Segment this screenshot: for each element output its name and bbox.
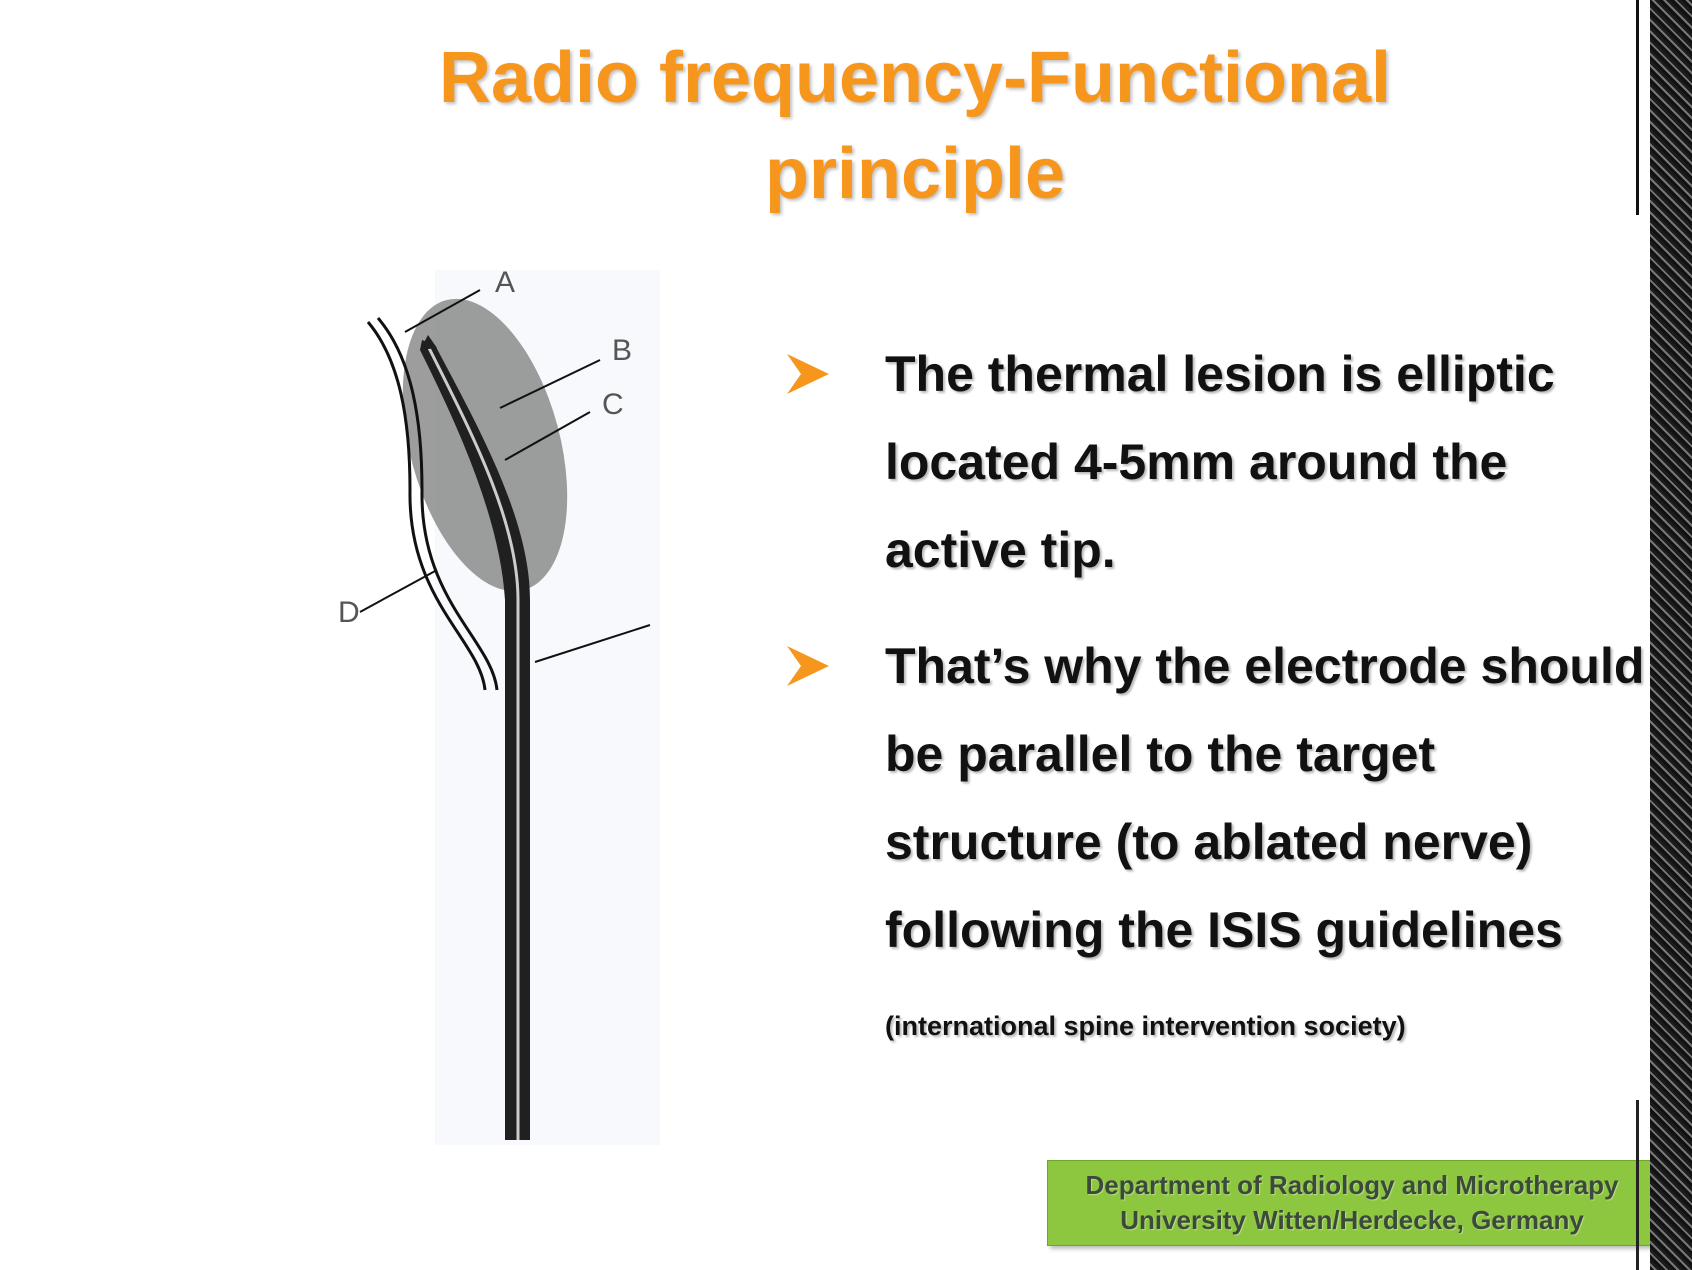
frame-line bbox=[1636, 1100, 1639, 1270]
electrode-diagram-svg: A B C D bbox=[290, 270, 660, 1145]
electrode-diagram: A B C D bbox=[290, 270, 660, 1145]
bullet-item: The thermal lesion is elliptic located 4… bbox=[785, 330, 1645, 594]
label-line-c bbox=[504, 411, 591, 461]
label-line-a bbox=[404, 289, 481, 333]
electrode-highlight bbox=[427, 347, 520, 1140]
arrow-bullet-icon bbox=[787, 646, 829, 686]
bullet-main-text: That’s why the electrode should be paral… bbox=[885, 638, 1645, 958]
bullet-text: That’s why the electrode should be paral… bbox=[885, 622, 1645, 1062]
slide: Radio frequency-Functional principle A B… bbox=[290, 30, 1657, 1246]
textured-edge bbox=[1650, 0, 1692, 1270]
label-d: D bbox=[338, 596, 360, 629]
department-footer: Department of Radiology and Microtherapy… bbox=[1047, 1160, 1657, 1246]
label-line-b bbox=[499, 359, 601, 409]
nerve-outline bbox=[376, 317, 499, 691]
label-c: C bbox=[602, 388, 624, 421]
footer-line-2: University Witten/Herdecke, Germany bbox=[1120, 1205, 1584, 1235]
bullet-item: That’s why the electrode should be paral… bbox=[785, 622, 1645, 1062]
electrode-tip bbox=[420, 335, 437, 350]
title-line-2: principle bbox=[764, 134, 1066, 214]
nerve-outline bbox=[366, 321, 487, 691]
label-b: B bbox=[612, 334, 632, 367]
label-line-d bbox=[359, 569, 438, 613]
frame-line bbox=[1636, 0, 1639, 215]
arrow-bullet-icon bbox=[787, 354, 829, 394]
title-line-1: Radio frequency-Functional bbox=[438, 38, 1392, 118]
electrode-shaft bbox=[420, 340, 530, 1140]
label-a: A bbox=[495, 270, 515, 299]
insulation-line bbox=[534, 624, 651, 663]
bullet-small-text: (international spine intervention societ… bbox=[885, 1011, 1406, 1041]
slide-title: Radio frequency-Functional principle bbox=[320, 30, 1510, 222]
footer-line-1: Department of Radiology and Microtherapy bbox=[1085, 1170, 1619, 1200]
bullet-list: The thermal lesion is elliptic located 4… bbox=[785, 330, 1645, 1090]
bullet-text: The thermal lesion is elliptic located 4… bbox=[885, 346, 1555, 578]
